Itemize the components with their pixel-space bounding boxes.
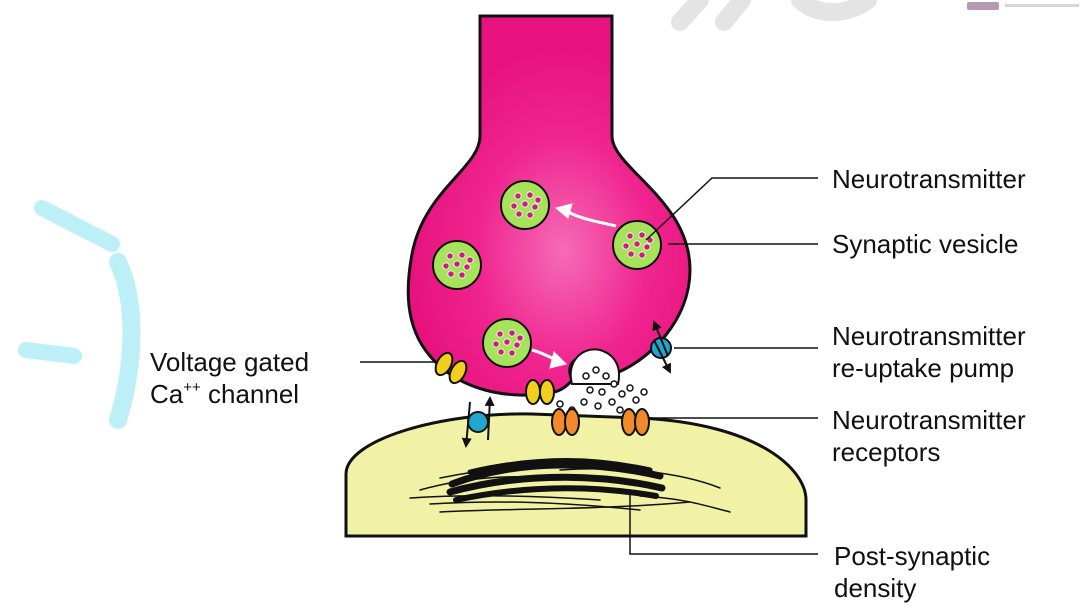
publisher-logo <box>967 0 1082 12</box>
neurotransmitter-molecule <box>516 211 522 217</box>
neurotransmitter-molecule <box>634 241 640 247</box>
released-neurotransmitter <box>593 367 599 373</box>
released-neurotransmitter <box>557 401 563 407</box>
neurotransmitter-molecule <box>527 212 533 218</box>
released-neurotransmitter <box>611 381 617 387</box>
neurotransmitter-molecule <box>509 350 515 356</box>
released-neurotransmitter <box>641 389 647 395</box>
label-psd-line1: Post-synaptic <box>834 540 990 572</box>
label-receptors-line2: receptors <box>832 436 940 468</box>
neurotransmitter-molecule <box>447 253 453 259</box>
released-neurotransmitter <box>609 399 615 405</box>
released-neurotransmitter <box>633 397 639 403</box>
neurotransmitter-molecule <box>532 204 538 210</box>
neurotransmitter-molecule <box>511 203 517 209</box>
label-receptors-line1: Neurotransmitter <box>832 404 1026 436</box>
neurotransmitter-molecule <box>504 339 510 345</box>
neurotransmitter-molecule <box>464 264 470 270</box>
publisher-logo-mark <box>967 2 999 10</box>
neurotransmitter-molecule <box>454 261 460 267</box>
neurotransmitter-molecule <box>527 192 533 198</box>
label-vgcc-line2: Ca++ channel <box>150 378 299 410</box>
neurotransmitter-molecule <box>628 251 634 257</box>
neurotransmitter-molecule <box>535 197 541 203</box>
released-neurotransmitter <box>603 373 609 379</box>
neurotransmitter-molecule <box>623 243 629 249</box>
watermark-top <box>680 0 868 22</box>
released-neurotransmitter <box>587 387 593 393</box>
label-psd-line2: density <box>834 572 916 604</box>
label-vgcc-channel: channel <box>201 379 299 409</box>
neurotransmitter-molecule <box>522 201 528 207</box>
label-synaptic-vesicle: Synaptic vesicle <box>832 228 1018 260</box>
released-neurotransmitter <box>599 389 605 395</box>
neurotransmitter-molecule <box>443 263 449 269</box>
neurotransmitter-molecule <box>509 330 515 336</box>
neurotransmitter-molecule <box>644 244 650 250</box>
neurotransmitter-molecule <box>459 252 465 258</box>
neurotransmitter-molecule <box>514 342 520 348</box>
neurotransmitter-molecule <box>497 331 503 337</box>
released-neurotransmitter <box>627 385 633 391</box>
neurotransmitter-molecule <box>493 341 499 347</box>
neurotransmitter-molecule <box>498 349 504 355</box>
neurotransmitter-molecule <box>459 272 465 278</box>
neurotransmitter-molecule <box>639 252 645 258</box>
neurotransmitter-molecule <box>627 233 633 239</box>
publisher-logo-text <box>1005 4 1079 7</box>
released-neurotransmitter <box>617 407 623 413</box>
label-reuptake-pump-line2: re-uptake pump <box>832 352 1014 384</box>
label-reuptake-pump-line1: Neurotransmitter <box>832 320 1026 352</box>
released-neurotransmitter <box>619 391 625 397</box>
watermark <box>26 208 132 420</box>
label-vgcc-ca: Ca <box>150 379 183 409</box>
neurotransmitter-molecule <box>515 193 521 199</box>
label-vgcc-line1: Voltage gated <box>150 346 309 378</box>
neurotransmitter-molecule <box>467 257 473 263</box>
label-neurotransmitter: Neurotransmitter <box>832 163 1026 195</box>
released-neurotransmitter <box>583 373 589 379</box>
neurotransmitter-molecule <box>448 271 454 277</box>
neurotransmitter-molecule <box>639 232 645 238</box>
neurotransmitter-molecule <box>517 335 523 341</box>
released-neurotransmitter <box>595 403 601 409</box>
released-neurotransmitter <box>581 399 587 405</box>
label-vgcc-superscript: ++ <box>183 379 201 396</box>
